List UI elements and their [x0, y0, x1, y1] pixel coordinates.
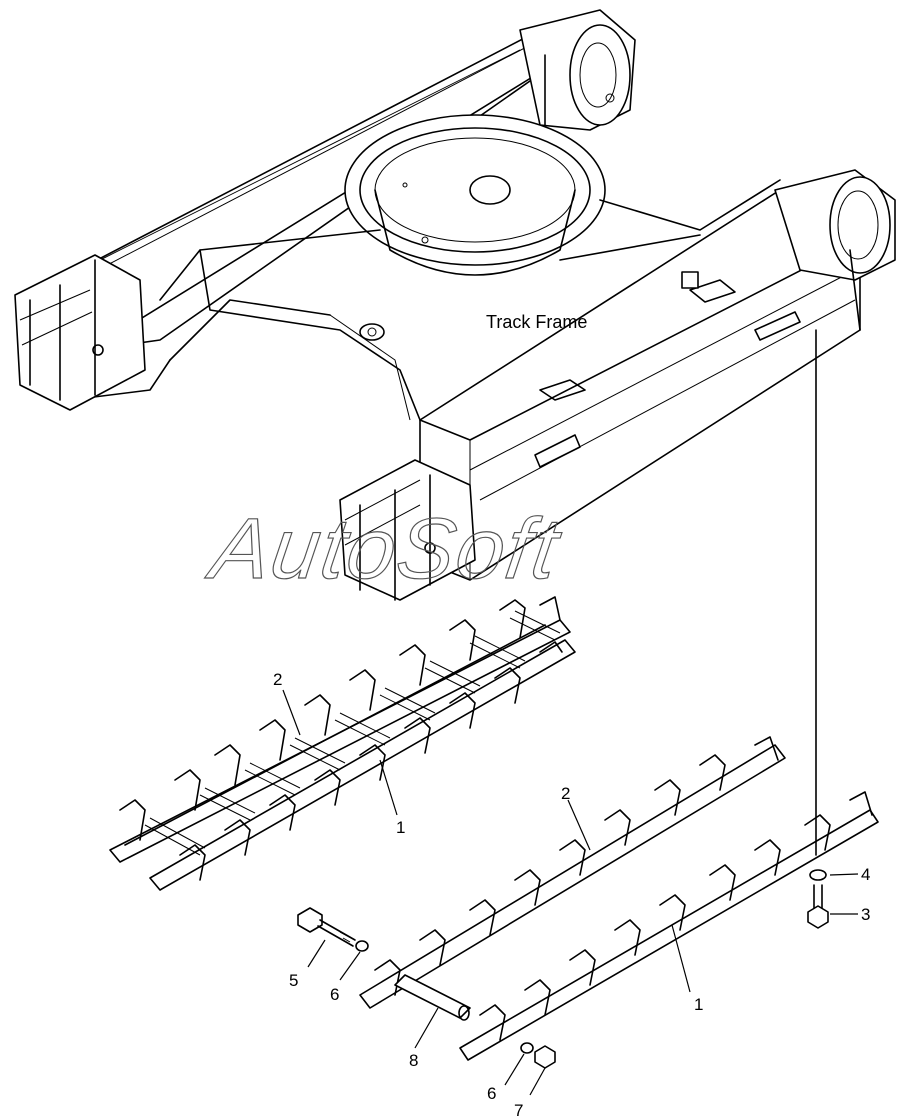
track-frame-label: Track Frame	[486, 312, 587, 332]
callout-4: 4	[861, 865, 870, 884]
callout-6-lower: 6	[487, 1084, 496, 1103]
callout-labels: 2 1 2 1 4 3 5 6 8 6 7	[273, 670, 870, 1119]
callout-7: 7	[514, 1101, 523, 1119]
callout-1-upper: 1	[396, 818, 405, 837]
callout-2-upper: 2	[273, 670, 282, 689]
upper-track-guard-assembly	[109, 596, 576, 891]
lower-track-guard-assembly	[297, 329, 879, 1069]
watermark-text: AutoSoft	[201, 501, 566, 597]
callout-3: 3	[861, 905, 870, 924]
track-frame-drawing: Track Frame	[14, 9, 896, 601]
leader-lines	[282, 689, 859, 1096]
callout-6-upper: 6	[330, 985, 339, 1004]
callout-2-lower: 2	[561, 784, 570, 803]
callout-5: 5	[289, 971, 298, 990]
callout-1-lower: 1	[694, 995, 703, 1014]
callout-8: 8	[409, 1051, 418, 1070]
